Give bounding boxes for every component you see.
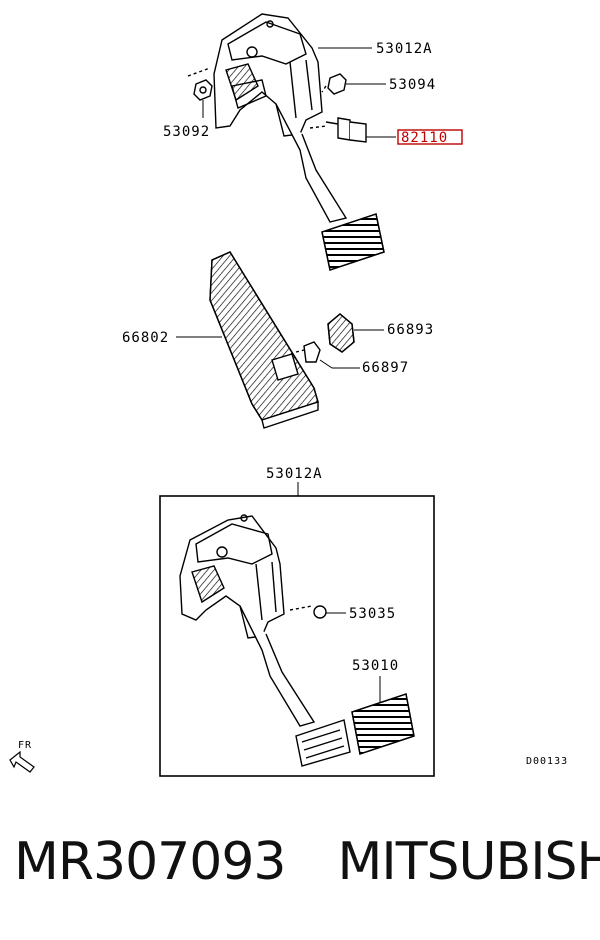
callout-66897: 66897 bbox=[362, 360, 409, 376]
footer-caption: MR307093 MITSUBISHI bbox=[14, 832, 600, 912]
leader-66897 bbox=[319, 359, 333, 369]
brake-pedal-assembly-illustration bbox=[187, 13, 385, 271]
callout-53012A-box: 53012A bbox=[266, 466, 323, 482]
callout-53092: 53092 bbox=[163, 124, 210, 140]
footer-brand: MITSUBISHI bbox=[337, 832, 600, 892]
callout-53035: 53035 bbox=[349, 606, 396, 622]
callout-53012A-top: 53012A bbox=[376, 41, 433, 57]
footer-part-number: MR307093 bbox=[14, 832, 286, 892]
subassembly-frame bbox=[159, 495, 435, 777]
subassembly-illustration bbox=[179, 514, 415, 767]
callout-82110: 82110 bbox=[401, 130, 448, 146]
callout-53094: 53094 bbox=[389, 77, 436, 93]
parts-diagram: 53012A 53094 53092 82110 66802 66893 668… bbox=[9, 13, 568, 777]
callout-66802: 66802 bbox=[122, 330, 169, 346]
callout-53010: 53010 bbox=[352, 658, 399, 674]
front-direction-indicator: FR bbox=[9, 740, 35, 773]
highlight-box-82110 bbox=[397, 129, 463, 145]
pedal-pad-illustration bbox=[209, 251, 355, 429]
callout-66893: 66893 bbox=[387, 322, 434, 338]
diagram-code: D00133 bbox=[526, 756, 568, 767]
direction-arrow-icon bbox=[9, 750, 35, 773]
front-direction-label: FR bbox=[18, 740, 32, 751]
